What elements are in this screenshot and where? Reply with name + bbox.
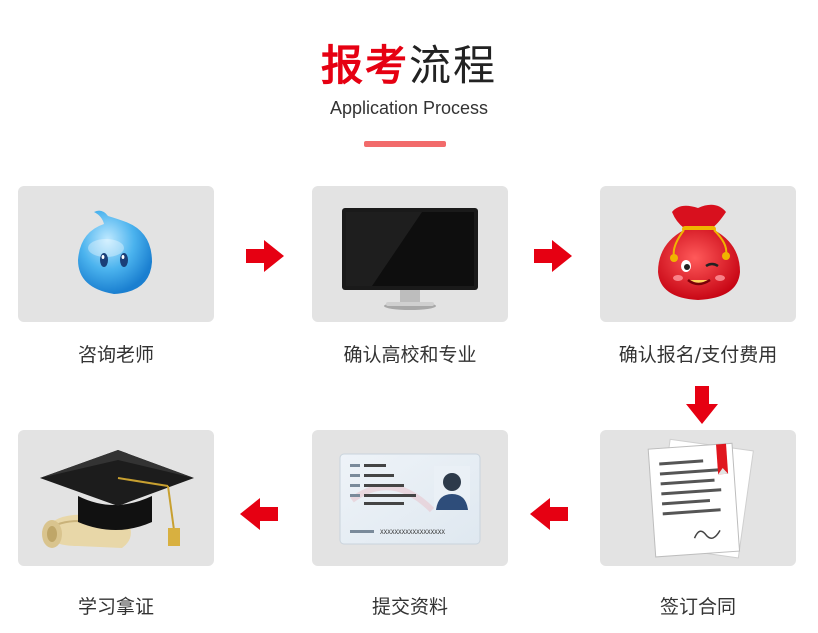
- step-label-sign-contract: 签订合同: [659, 596, 736, 618]
- step-label-certificate: 学习拿证: [77, 596, 154, 618]
- title-highlight: 报考: [320, 41, 409, 90]
- monitor-icon: [342, 208, 478, 310]
- title-underline: [364, 141, 446, 147]
- step-card-confirm-payment: [600, 186, 796, 322]
- step-label-confirm-school: 确认高校和专业: [343, 344, 477, 366]
- arrow-right-icon: [246, 240, 284, 272]
- id-card-number: XXXXXXXXXXXXXXXXXX: [380, 529, 445, 536]
- graduation-cap-icon: [40, 450, 194, 548]
- arrow-left-icon: [240, 498, 278, 530]
- step-card-sign-contract: [600, 430, 796, 566]
- process-header: 报考流程 Application Process: [0, 40, 818, 119]
- arrow-right-icon: [534, 240, 572, 272]
- step-card-confirm-school: [312, 186, 508, 322]
- arrow-down-icon: [686, 386, 718, 424]
- title-rest: 流程: [409, 41, 498, 90]
- page-subtitle: Application Process: [329, 98, 489, 118]
- step-card-certificate: [18, 430, 214, 566]
- money-bag-icon: [658, 204, 740, 300]
- contract-icon: [647, 438, 754, 559]
- step-card-consult: [18, 186, 214, 322]
- qq-penguin-icon: [78, 210, 152, 294]
- step-label-consult: 咨询老师: [77, 344, 154, 366]
- arrow-left-icon: [530, 498, 568, 530]
- page-title: 报考流程: [0, 40, 818, 92]
- step-label-submit-docs: 提交资料: [371, 596, 448, 618]
- id-card-icon: XXXXXXXXXXXXXXXXXX: [339, 453, 481, 545]
- step-label-confirm-payment: 确认报名/支付费用: [618, 344, 778, 366]
- step-card-submit-docs: XXXXXXXXXXXXXXXXXX: [312, 430, 508, 566]
